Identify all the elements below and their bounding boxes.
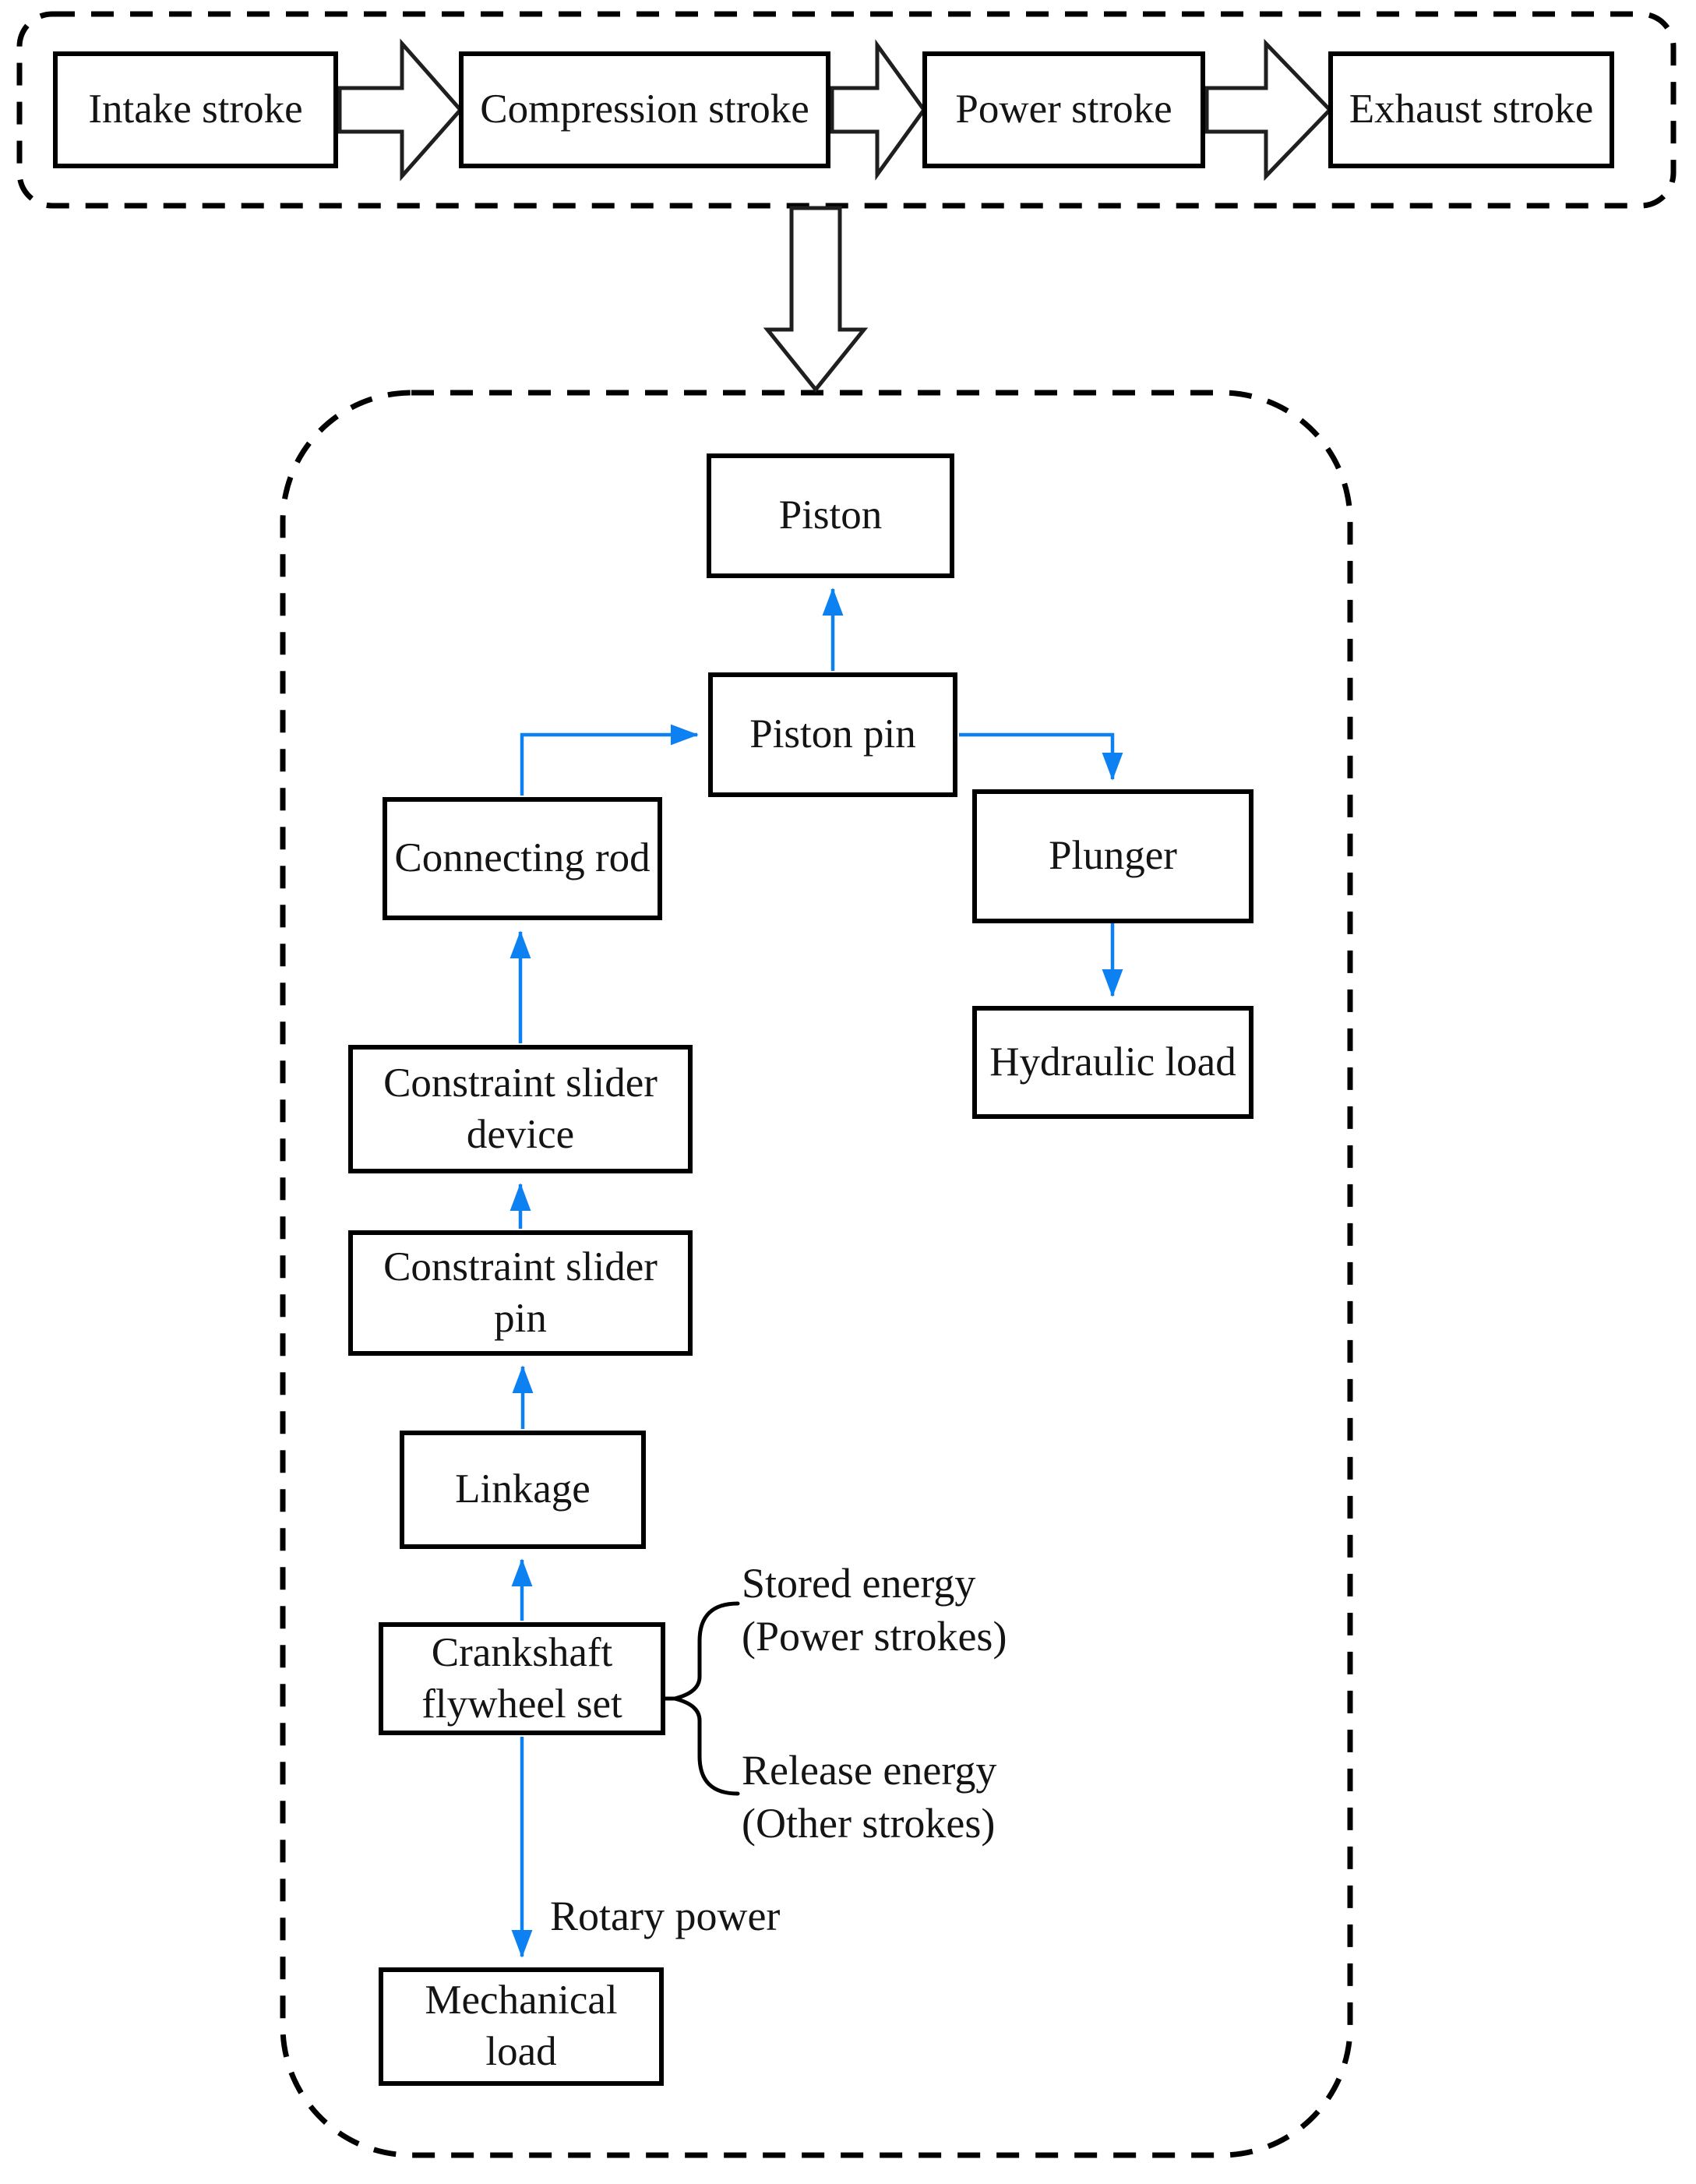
release-energy-line2: (Other strokes) (742, 1800, 996, 1847)
box-hydraulic-load: Hydraulic load (972, 1006, 1253, 1119)
box-piston-pin: Piston pin (708, 672, 957, 797)
arrow-power-to-exhaust-icon (1204, 38, 1333, 182)
stored-energy-label: Stored energy (Power strokes) (742, 1557, 1007, 1663)
mechanism-frame (280, 390, 1353, 2158)
rotary-power-label: Rotary power (550, 1893, 781, 1939)
release-energy-line1: Release energy (742, 1747, 997, 1794)
stored-energy-line2: (Power strokes) (742, 1613, 1007, 1660)
box-piston: Piston (707, 453, 954, 578)
box-compression-stroke: Compression stroke (459, 51, 830, 168)
box-connecting-rod: Connecting rod (383, 797, 662, 920)
connector-piston-pin-to-plunger (959, 732, 1123, 781)
connector-connecting-rod-to-piston-pin (520, 724, 699, 796)
release-energy-label: Release energy (Other strokes) (742, 1744, 996, 1850)
box-constraint-slider-device: Constraint slider device (348, 1045, 693, 1173)
box-power-stroke: Power stroke (922, 51, 1205, 168)
box-intake-stroke: Intake stroke (53, 51, 338, 168)
arrow-compression-to-power-icon (830, 39, 927, 181)
arrow-sequence-to-mechanism-icon (763, 206, 869, 393)
box-constraint-slider-pin: Constraint slider pin (348, 1230, 693, 1356)
stored-energy-line1: Stored energy (742, 1560, 976, 1607)
energy-brace (674, 1601, 740, 1796)
box-linkage: Linkage (400, 1431, 646, 1549)
box-exhaust-stroke: Exhaust stroke (1328, 51, 1614, 168)
stroke-sequence-frame (16, 11, 1677, 209)
arrow-intake-to-compression-icon (337, 38, 464, 182)
box-plunger: Plunger (972, 789, 1253, 923)
box-crankshaft-flywheel-set: Crankshaft flywheel set (379, 1622, 665, 1735)
box-mechanical-load: Mechanical load (379, 1967, 664, 2086)
